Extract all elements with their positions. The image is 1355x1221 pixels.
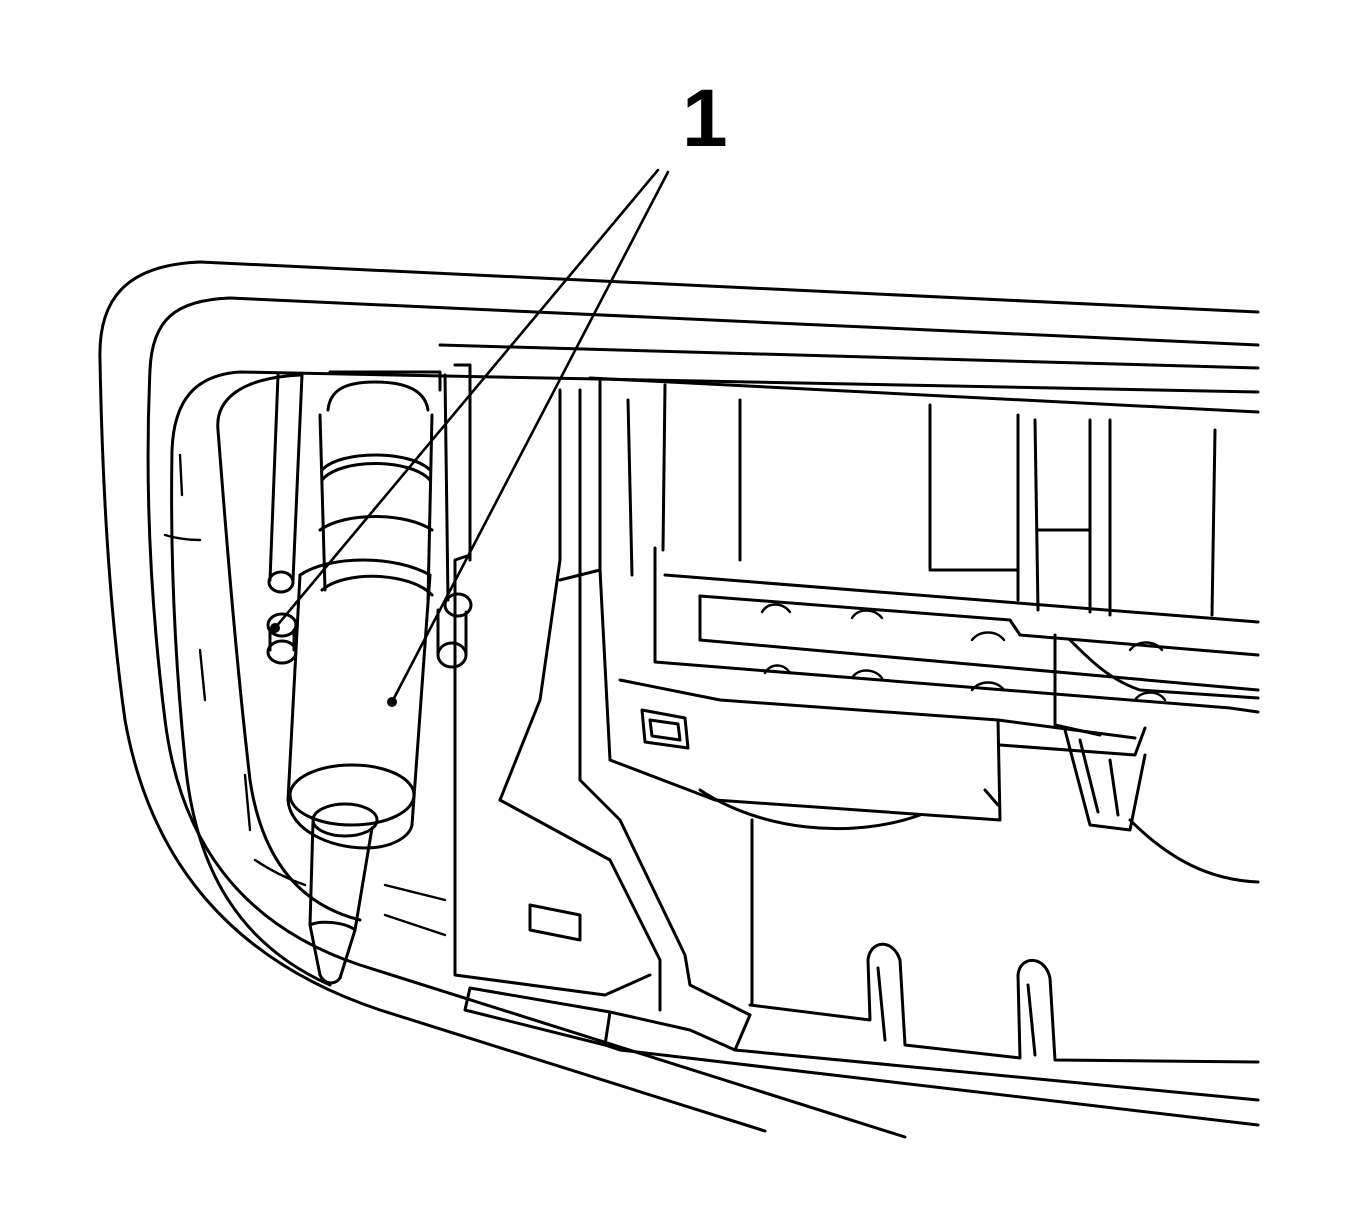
leader-end-dot-rod [270,623,280,633]
lower-housing [598,568,1260,1007]
recess-wall [216,363,472,922]
vertical-slats [626,383,1217,617]
leader-line-rod [273,168,660,630]
mounting-rods [266,373,473,669]
fuel-filter [286,380,434,985]
housing-outer-frame [98,260,1260,1139]
center-bracket [453,378,752,1052]
main-beam [653,546,1260,737]
leader-line-filter [390,170,670,704]
callout-leaders [270,168,670,707]
callout-label-1: 1 [682,73,728,164]
leader-end-dot-filter [387,697,397,707]
bottom-rails-posts [618,942,1260,1127]
